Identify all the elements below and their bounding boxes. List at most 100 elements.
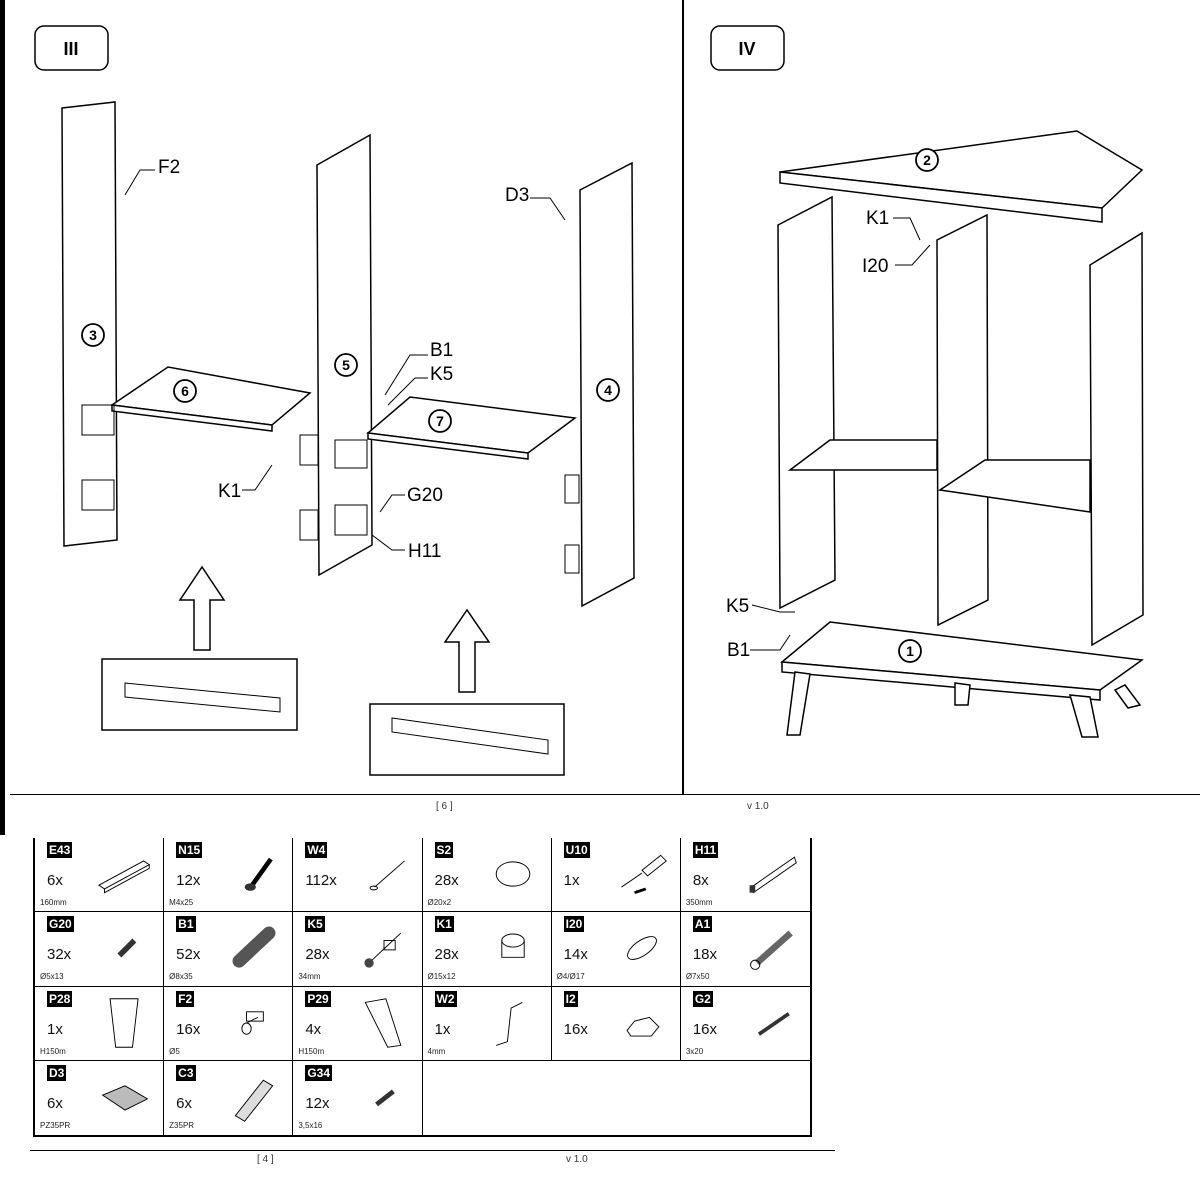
part-quantity: 1x — [563, 872, 580, 889]
part-code: I20 — [563, 916, 585, 933]
part-cell: K5 28x 34mm — [293, 912, 423, 987]
part-quantity: 28x — [305, 946, 330, 964]
footer-rule — [10, 794, 1200, 795]
cam-lock-icon — [500, 933, 525, 959]
step-4-badge — [710, 25, 785, 71]
page-number: [ 6 ] — [436, 801, 453, 812]
part-code: F2 — [176, 990, 195, 1007]
label-F2: F2 — [158, 157, 180, 178]
part-quantity: 16x — [176, 1020, 201, 1038]
part-code: G34 — [305, 1064, 333, 1081]
part-code: B1 — [176, 916, 196, 933]
part-spec: 3,5x16 — [298, 1120, 323, 1130]
part-spec: PZ35PR — [40, 1120, 71, 1130]
part-code: D3 — [47, 1064, 67, 1081]
cap-icon — [495, 861, 530, 887]
part-quantity: 6x — [47, 1094, 63, 1112]
label-H11: H11 — [408, 541, 441, 562]
screwdriver-icon — [621, 854, 667, 894]
label-B1: B1 — [430, 340, 453, 361]
leg-icon — [786, 671, 811, 736]
part-code: E43 — [47, 842, 73, 858]
ring-icon — [626, 936, 657, 961]
shelf-6 — [109, 366, 312, 426]
screw-icon — [374, 1089, 395, 1107]
part-quantity: 6x — [176, 1094, 192, 1112]
page-number: [ 4 ] — [257, 1154, 274, 1165]
part-spec: 3x20 — [685, 1046, 704, 1056]
leg-icon — [109, 997, 139, 1048]
part-code: H11 — [692, 842, 719, 858]
rail-icon — [749, 856, 797, 894]
up-arrow-icon — [178, 565, 226, 651]
part-code: K5 — [305, 916, 325, 933]
part-quantity: 28x — [434, 872, 459, 889]
part-spec: 350mm — [685, 898, 713, 907]
hinge-icon — [234, 1079, 274, 1122]
part-spec: Ø8x35 — [169, 972, 193, 982]
part-quantity: 16x — [692, 1020, 718, 1038]
part-code: P28 — [47, 990, 73, 1007]
bottom-panel-number: 1 — [906, 643, 914, 659]
shelf-pin-icon — [241, 1010, 265, 1035]
part-code: S2 — [434, 842, 454, 858]
part-quantity: 28x — [434, 946, 459, 964]
label-K1: K1 — [866, 208, 889, 229]
part-spec: H150m — [298, 1046, 325, 1056]
part-spec: M4x25 — [169, 898, 194, 907]
label-K5: K5 — [726, 596, 749, 617]
handle-icon — [98, 860, 151, 894]
part-quantity: 1x — [47, 1020, 63, 1038]
up-arrow-icon — [443, 608, 491, 693]
step-3-title: III — [63, 39, 78, 59]
step-3-diagram: III 3 5 4 6 7 F2 D3 B1 K5 K1 G20 H11 — [34, 25, 635, 776]
part-quantity: 4x — [305, 1020, 322, 1038]
part-quantity: 32x — [47, 946, 72, 964]
part-spec: H150m — [40, 1046, 66, 1056]
part-code: A1 — [692, 916, 713, 933]
part-quantity: 14x — [563, 946, 588, 964]
rail-detail-box — [369, 703, 565, 776]
assembly-diagrams: III 3 5 4 6 7 F2 D3 B1 K5 K1 G20 H11 — [34, 25, 1145, 776]
part-cell: G34 12x 3,5x16 — [293, 1060, 423, 1135]
part-code: G2 — [692, 990, 713, 1007]
panel-5-number: 5 — [342, 357, 350, 373]
panel-3-number: 3 — [89, 327, 97, 343]
label-K5: K5 — [430, 364, 453, 385]
version-label: v 1.0 — [566, 1154, 588, 1165]
label-G20: G20 — [407, 485, 443, 506]
shelf-6-number: 6 — [181, 383, 189, 399]
part-spec: Ø4/Ø17 — [556, 972, 585, 982]
part-cell: G2 16x 3x20 — [680, 987, 810, 1061]
part-code: C3 — [176, 1064, 196, 1081]
part-spec: Z35PR — [169, 1120, 195, 1130]
empty-cell — [423, 1061, 811, 1135]
label-D3: D3 — [505, 185, 529, 206]
part-quantity: 16x — [563, 1020, 588, 1038]
part-quantity: 12x — [305, 1094, 330, 1112]
part-quantity: 18x — [692, 946, 718, 964]
part-spec: Ø5 — [169, 1046, 180, 1056]
shelf-7 — [366, 396, 577, 454]
label-K1: K1 — [218, 481, 241, 502]
bracket-icon — [626, 1016, 660, 1037]
step-divider — [682, 0, 684, 795]
part-quantity: 1x — [434, 1020, 451, 1038]
part-spec: 34mm — [298, 972, 321, 982]
rail-detail-box — [101, 658, 298, 731]
anchor-icon — [750, 930, 793, 971]
